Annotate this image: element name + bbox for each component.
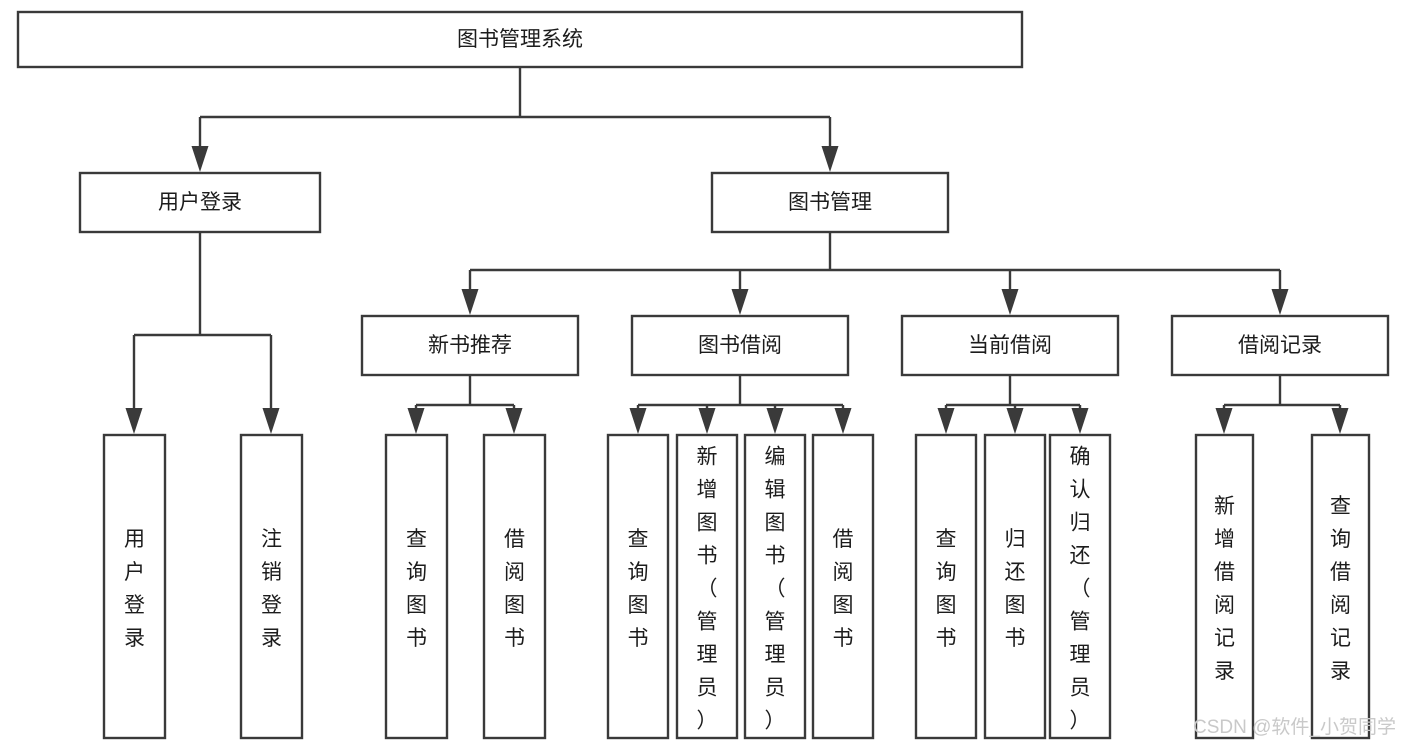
node-图书管理-l2[interactable]: 图书管理 <box>710 171 950 234</box>
node-box[interactable] <box>1048 433 1112 740</box>
arrow-head-icon <box>766 408 784 434</box>
node-label: 编辑图书（管理员） <box>765 446 786 733</box>
node-box[interactable] <box>983 433 1047 740</box>
node-box[interactable] <box>1170 314 1390 377</box>
node-label: 查询图书 <box>406 528 427 650</box>
node-label: 新书推荐 <box>428 334 512 357</box>
node-box[interactable] <box>743 433 807 740</box>
connector-current-borrow-to-leaves <box>937 375 1089 434</box>
node-box[interactable] <box>384 433 449 740</box>
node-label: 新增图书（管理员） <box>697 446 718 733</box>
arrow-head-icon <box>731 289 749 315</box>
node-box[interactable] <box>16 10 1024 69</box>
node-box[interactable] <box>1310 433 1371 740</box>
node-label: 图书借阅 <box>698 334 782 357</box>
node-label: 注销登录 <box>261 528 282 650</box>
connector-book-manage-to-level3 <box>461 232 1289 315</box>
node-注销登录-leaf[interactable]: 注销登录 <box>239 433 304 740</box>
node-借阅图书-leaf[interactable]: 借阅图书 <box>811 433 875 740</box>
node-label: 当前借阅 <box>968 334 1052 357</box>
arrow-head-icon <box>821 146 839 172</box>
connector-new-book-to-leaves <box>407 375 523 434</box>
node-label: 查询图书 <box>628 528 649 650</box>
node-归还图书-leaf[interactable]: 归还图书 <box>983 433 1047 740</box>
arrow-head-icon <box>191 146 209 172</box>
node-label: 归还图书 <box>1005 528 1026 650</box>
node-label: 查询图书 <box>936 528 957 650</box>
node-box[interactable] <box>675 433 739 740</box>
node-用户登录-l2[interactable]: 用户登录 <box>78 171 322 234</box>
node-box[interactable] <box>606 433 670 740</box>
node-新书推荐-l3[interactable]: 新书推荐 <box>360 314 580 377</box>
connector-layer <box>125 67 1349 434</box>
node-box[interactable] <box>710 171 950 234</box>
node-编辑图书管理员-leaf[interactable]: 编辑图书（管理员） <box>743 433 807 740</box>
node-查询图书-leaf[interactable]: 查询图书 <box>384 433 449 740</box>
node-label: 查询借阅记录 <box>1330 495 1351 683</box>
node-box[interactable] <box>1194 433 1255 740</box>
arrow-head-icon <box>698 408 716 434</box>
node-查询图书-leaf[interactable]: 查询图书 <box>914 433 978 740</box>
node-label: 用户登录 <box>158 191 242 214</box>
arrow-head-icon <box>407 408 425 434</box>
arrow-head-icon <box>937 408 955 434</box>
node-layer: 图书管理系统用户登录图书管理新书推荐图书借阅当前借阅借阅记录用户登录注销登录查询… <box>16 10 1390 740</box>
arrow-head-icon <box>505 408 523 434</box>
node-box[interactable] <box>900 314 1120 377</box>
node-label: 借阅记录 <box>1238 334 1322 357</box>
arrow-head-icon <box>1331 408 1349 434</box>
node-图书借阅-l3[interactable]: 图书借阅 <box>630 314 850 377</box>
node-box[interactable] <box>482 433 547 740</box>
arrow-head-icon <box>1001 289 1019 315</box>
arrow-head-icon <box>461 289 479 315</box>
node-新增图书管理员-leaf[interactable]: 新增图书（管理员） <box>675 433 739 740</box>
arrow-head-icon <box>834 408 852 434</box>
node-借阅图书-leaf[interactable]: 借阅图书 <box>482 433 547 740</box>
node-label: 图书管理系统 <box>457 28 583 51</box>
node-box[interactable] <box>78 171 322 234</box>
arrow-head-icon <box>125 408 143 434</box>
connector-borrow-to-leaves <box>629 375 852 434</box>
node-图书管理系统-root[interactable]: 图书管理系统 <box>16 10 1024 69</box>
node-label: 新增借阅记录 <box>1214 495 1235 683</box>
node-label: 确认归还（管理员） <box>1070 446 1091 733</box>
node-box[interactable] <box>102 433 167 740</box>
arrow-head-icon <box>1215 408 1233 434</box>
arrow-head-icon <box>1071 408 1089 434</box>
arrow-head-icon <box>1006 408 1024 434</box>
node-用户登录-leaf[interactable]: 用户登录 <box>102 433 167 740</box>
node-label: 图书管理 <box>788 191 872 214</box>
node-label: 借阅图书 <box>833 528 854 650</box>
node-查询借阅记录-leaf[interactable]: 查询借阅记录 <box>1310 433 1371 740</box>
node-box[interactable] <box>811 433 875 740</box>
node-label: 用户登录 <box>124 528 145 650</box>
csdn-watermark: CSDN @软件_小贺同学 <box>1193 716 1396 738</box>
node-box[interactable] <box>914 433 978 740</box>
node-当前借阅-l3[interactable]: 当前借阅 <box>900 314 1120 377</box>
node-查询图书-leaf[interactable]: 查询图书 <box>606 433 670 740</box>
node-新增借阅记录-leaf[interactable]: 新增借阅记录 <box>1194 433 1255 740</box>
node-确认归还管理员-leaf[interactable]: 确认归还（管理员） <box>1048 433 1112 740</box>
connector-root-to-level2 <box>191 67 839 172</box>
node-box[interactable] <box>630 314 850 377</box>
connector-user-login-to-leaves <box>125 232 280 434</box>
arrow-head-icon <box>1271 289 1289 315</box>
node-label: 借阅图书 <box>504 528 525 650</box>
node-借阅记录-l3[interactable]: 借阅记录 <box>1170 314 1390 377</box>
arrow-head-icon <box>629 408 647 434</box>
node-box[interactable] <box>239 433 304 740</box>
connector-record-to-leaves <box>1215 375 1349 434</box>
node-box[interactable] <box>360 314 580 377</box>
arrow-head-icon <box>262 408 280 434</box>
